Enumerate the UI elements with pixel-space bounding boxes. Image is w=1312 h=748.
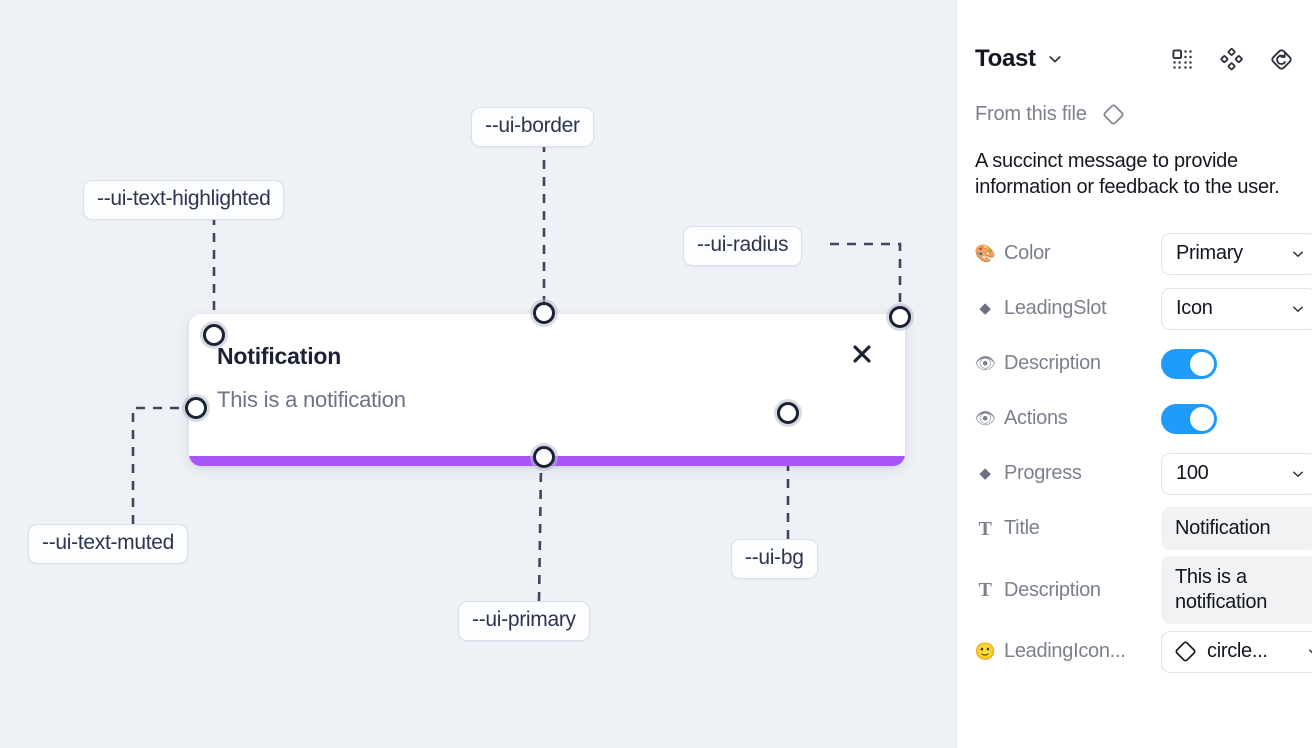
annotation-pill-ui-text-muted[interactable]: --ui-text-muted: [28, 524, 189, 565]
color-select-value: Primary: [1176, 242, 1243, 265]
chevron-down-icon: [1291, 302, 1305, 316]
eye-emoji-icon: 👁: [975, 354, 996, 374]
property-name-description-text: Description: [1004, 578, 1101, 601]
property-control-title: Notification: [1161, 507, 1312, 551]
property-control-progress: 100: [1161, 452, 1312, 495]
chevron-down-icon: [1307, 645, 1312, 659]
from-this-file-row[interactable]: From this file: [975, 102, 1294, 127]
property-row-color: 🎨 Color Primary: [975, 226, 1312, 281]
annotation-pill-ui-bg[interactable]: --ui-bg: [731, 539, 818, 580]
property-row-description-toggle: 👁 Description: [975, 336, 1294, 391]
property-control-leading-icon: circle...: [1161, 630, 1312, 673]
toast-content: Notification This is a notification: [189, 314, 905, 466]
reset-instance-icon[interactable]: [1269, 47, 1294, 72]
property-label-title: T Title: [975, 517, 1161, 540]
property-label-color: 🎨 Color: [975, 242, 1161, 265]
component-grid-icon[interactable]: [1171, 48, 1194, 71]
property-row-description-text: T Description This is a notification: [975, 556, 1312, 625]
diamond-outline-icon: [1101, 102, 1126, 127]
description-input[interactable]: This is a notification: [1161, 556, 1312, 625]
handle-ui-text-highlighted[interactable]: [203, 324, 225, 346]
component-set-diamond-icon[interactable]: [1220, 47, 1243, 71]
toast-component[interactable]: Notification This is a notification: [189, 314, 905, 466]
annotation-pill-ui-radius[interactable]: --ui-radius: [683, 226, 803, 267]
property-label-leading-icon: 🙂 LeadingIcon...: [975, 640, 1161, 663]
progress-select-value: 100: [1176, 462, 1209, 485]
handle-ui-radius[interactable]: [889, 306, 911, 328]
property-control-color: Primary: [1161, 232, 1312, 275]
property-control-actions-toggle: [1161, 403, 1294, 434]
connector-ui-radius: [830, 242, 902, 307]
leading-slot-select-value: Icon: [1176, 297, 1213, 320]
property-name-title: Title: [1004, 517, 1040, 540]
text-type-icon: T: [978, 579, 992, 602]
property-row-title: T Title Notification: [975, 501, 1312, 556]
panel-header-icon-group: [1171, 47, 1294, 72]
toast-title: Notification: [217, 343, 342, 369]
property-control-description-text: This is a notification: [1161, 556, 1312, 625]
property-label-description-toggle: 👁 Description: [975, 352, 1161, 375]
leading-icon-select-value-wrap: circle...: [1173, 639, 1307, 664]
property-name-leading-icon: LeadingIcon...: [1004, 640, 1126, 663]
property-label-progress: ◆ Progress: [975, 462, 1161, 485]
diamond-solid-icon: ◆: [979, 465, 991, 483]
design-canvas[interactable]: Notification This is a notification --ui…: [0, 0, 956, 748]
chevron-down-icon: [1291, 467, 1305, 481]
property-row-leading-slot: ◆ LeadingSlot Icon: [975, 281, 1312, 336]
property-row-progress: ◆ Progress 100: [975, 446, 1312, 501]
property-name-color: Color: [1004, 242, 1051, 265]
actions-toggle[interactable]: [1161, 403, 1217, 434]
component-description: A succinct message to provide informatio…: [975, 150, 1280, 198]
property-control-leading-slot: Icon: [1161, 287, 1312, 330]
property-name-actions-toggle: Actions: [1004, 407, 1068, 430]
property-row-actions-toggle: 👁 Actions: [975, 391, 1294, 446]
diamond-solid-icon: ◆: [979, 300, 991, 318]
toast-description: This is a notification: [217, 387, 406, 413]
property-name-progress: Progress: [1004, 462, 1082, 485]
annotation-pill-ui-text-highlighted[interactable]: --ui-text-highlighted: [83, 180, 285, 221]
property-label-description-text: T Description: [975, 579, 1161, 602]
smiley-emoji-icon: 🙂: [975, 642, 996, 662]
diamond-outline-icon: [1173, 639, 1198, 664]
annotation-pill-ui-border[interactable]: --ui-border: [471, 107, 594, 148]
panel-title: Toast: [975, 45, 1036, 72]
leading-slot-select[interactable]: Icon: [1161, 287, 1312, 330]
annotation-connectors: [131, 143, 902, 602]
property-label-leading-slot: ◆ LeadingSlot: [975, 297, 1161, 320]
toggle-knob: [1190, 351, 1214, 376]
toggle-knob: [1190, 406, 1214, 431]
handle-ui-primary[interactable]: [533, 446, 555, 468]
annotation-pill-ui-primary[interactable]: --ui-primary: [458, 601, 590, 642]
progress-select[interactable]: 100: [1161, 452, 1312, 495]
handle-ui-bg[interactable]: [777, 402, 799, 424]
text-type-icon: T: [978, 517, 992, 540]
title-input[interactable]: Notification: [1161, 507, 1312, 551]
property-label-actions-toggle: 👁 Actions: [975, 407, 1161, 430]
description-toggle[interactable]: [1161, 348, 1217, 379]
property-list: 🎨 Color Primary ◆ LeadingSlot: [975, 226, 1312, 679]
property-control-description-toggle: [1161, 348, 1294, 379]
from-this-file-label: From this file: [975, 103, 1087, 125]
close-x-icon[interactable]: [848, 340, 876, 368]
chevron-down-icon: [1291, 247, 1305, 261]
color-select[interactable]: Primary: [1161, 232, 1312, 275]
panel-header: Toast: [975, 30, 1294, 88]
connector-ui-primary: [537, 466, 543, 602]
leading-icon-select[interactable]: circle...: [1161, 630, 1312, 673]
leading-icon-select-value: circle...: [1207, 640, 1268, 663]
handle-ui-text-muted[interactable]: [185, 397, 207, 419]
property-name-description-toggle: Description: [1004, 352, 1101, 375]
connector-ui-text-muted: [131, 406, 186, 524]
palette-emoji-icon: 🎨: [975, 244, 996, 264]
properties-panel: Toast: [956, 0, 1312, 748]
eye-emoji-icon: 👁: [975, 409, 996, 429]
property-name-leading-slot: LeadingSlot: [1004, 297, 1107, 320]
handle-ui-border[interactable]: [533, 302, 555, 324]
property-row-leading-icon: 🙂 LeadingIcon... circle...: [975, 624, 1312, 679]
chevron-down-icon[interactable]: [1047, 51, 1063, 67]
